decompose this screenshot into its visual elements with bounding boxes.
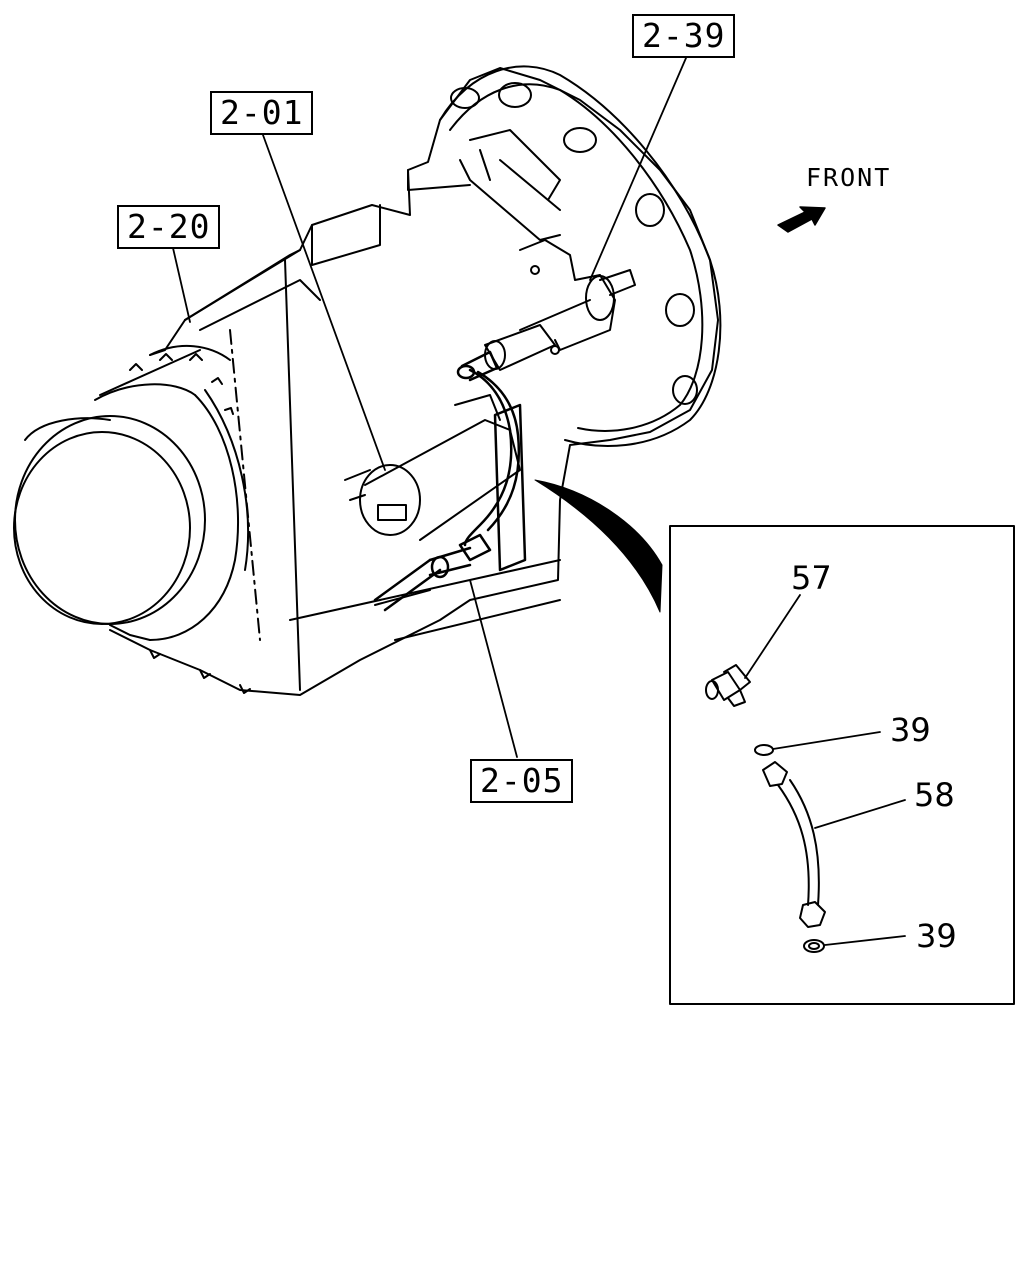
front-direction-label: FRONT [806,163,892,192]
part-number-39-upper: 39 [890,711,931,749]
washer-lower [803,935,906,953]
actuator-cylinder [344,394,521,541]
leader-lines [172,57,687,758]
part-number-58: 58 [914,776,955,814]
washer-upper [754,731,881,756]
part-number-39-lower: 39 [916,917,957,955]
detail-pipe [762,761,906,928]
bell-housing-flange [439,65,722,447]
ref-label-2-20: 2-20 [117,205,221,249]
arrow-icon [777,206,826,233]
ref-label-2-39: 2-39 [632,14,736,58]
clutch-cylinder [484,239,636,371]
transmission-housing [109,67,719,696]
tee-fitting [705,594,801,707]
pipe-assembly [373,350,527,612]
detail-box [669,525,1015,1005]
rear-extension [13,344,251,694]
part-number-57: 57 [791,559,832,597]
ref-label-2-05: 2-05 [470,759,574,803]
callout-wedge [534,479,663,613]
ref-label-2-01: 2-01 [210,91,314,135]
